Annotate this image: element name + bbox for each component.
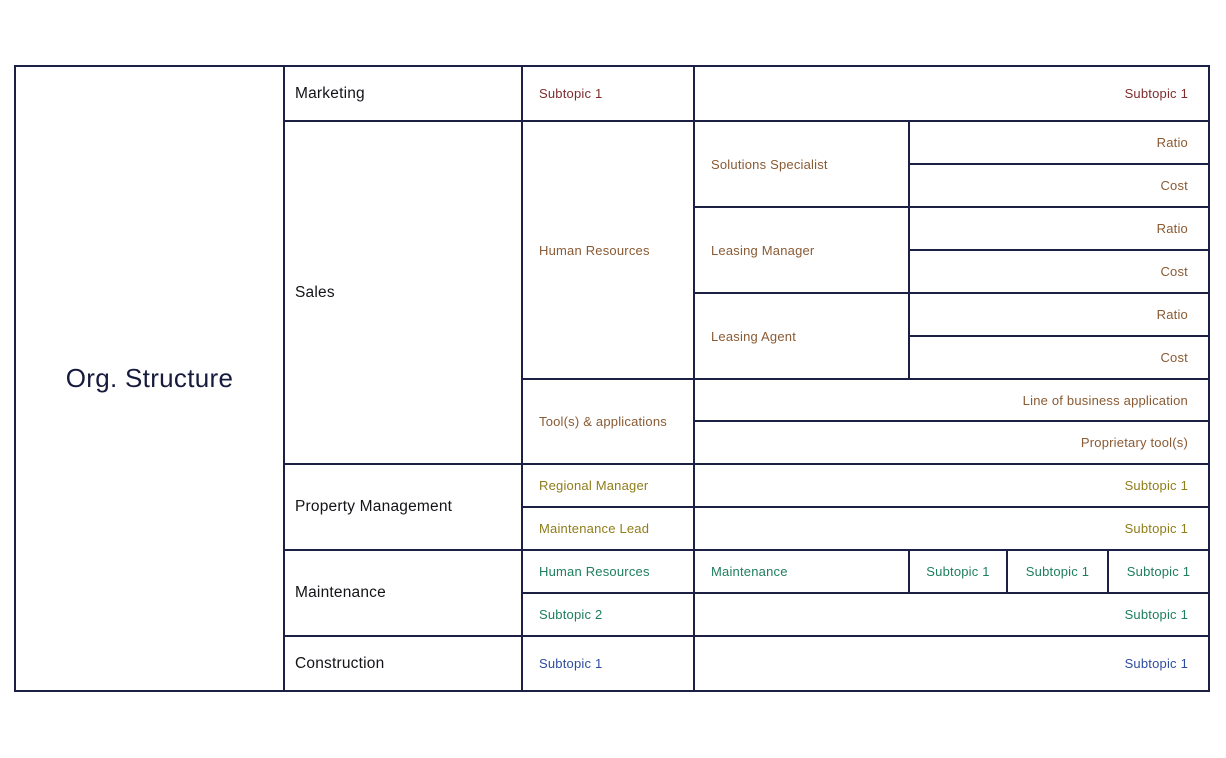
- node-maintenance-lead: Maintenance Lead: [523, 508, 693, 549]
- node-leasing-manager: Leasing Manager: [695, 208, 908, 292]
- node-solutions-specialist: Solutions Specialist: [695, 122, 908, 206]
- node-leasing-agent-cost: Cost: [910, 337, 1208, 378]
- node-regional-manager-subtopic: Subtopic 1: [695, 465, 1208, 506]
- node-construction-subtopic-left: Subtopic 1: [523, 637, 693, 690]
- node-maintenance: Maintenance: [285, 551, 521, 635]
- node-construction: Construction: [285, 637, 521, 690]
- node-marketing-subtopic-left: Subtopic 1: [523, 67, 693, 120]
- node-marketing: Marketing: [285, 67, 521, 120]
- node-leasing-manager-ratio: Ratio: [910, 208, 1208, 249]
- node-leasing-manager-cost: Cost: [910, 251, 1208, 292]
- node-maintenance-subtopic2: Subtopic 2: [523, 594, 693, 635]
- node-leasing-agent: Leasing Agent: [695, 294, 908, 378]
- node-maintenance-lead-subtopic: Subtopic 1: [695, 508, 1208, 549]
- node-proprietary-tools: Proprietary tool(s): [695, 422, 1208, 463]
- node-solutions-specialist-ratio: Ratio: [910, 122, 1208, 163]
- node-marketing-subtopic-right: Subtopic 1: [695, 67, 1208, 120]
- node-solutions-specialist-cost: Cost: [910, 165, 1208, 206]
- node-maintenance-human-resources: Human Resources: [523, 551, 693, 592]
- node-maintenance-subtopic2-child: Subtopic 1: [695, 594, 1208, 635]
- node-maintenance-subtopic-1: Subtopic 1: [910, 551, 1006, 592]
- node-leasing-agent-ratio: Ratio: [910, 294, 1208, 335]
- node-property-management: Property Management: [285, 465, 521, 549]
- node-org-structure: Org. Structure: [16, 67, 283, 690]
- node-sales: Sales: [285, 122, 521, 463]
- node-construction-subtopic-right: Subtopic 1: [695, 637, 1208, 690]
- org-structure-table: Org. Structure Marketing Subtopic 1 Subt…: [14, 65, 1210, 692]
- node-maintenance-child: Maintenance: [695, 551, 908, 592]
- node-line-of-business-application: Line of business application: [695, 380, 1208, 420]
- node-sales-human-resources: Human Resources: [523, 122, 693, 378]
- node-tools-applications: Tool(s) & applications: [523, 380, 693, 463]
- node-maintenance-subtopic-2: Subtopic 1: [1008, 551, 1107, 592]
- node-regional-manager: Regional Manager: [523, 465, 693, 506]
- node-maintenance-subtopic-3: Subtopic 1: [1109, 551, 1208, 592]
